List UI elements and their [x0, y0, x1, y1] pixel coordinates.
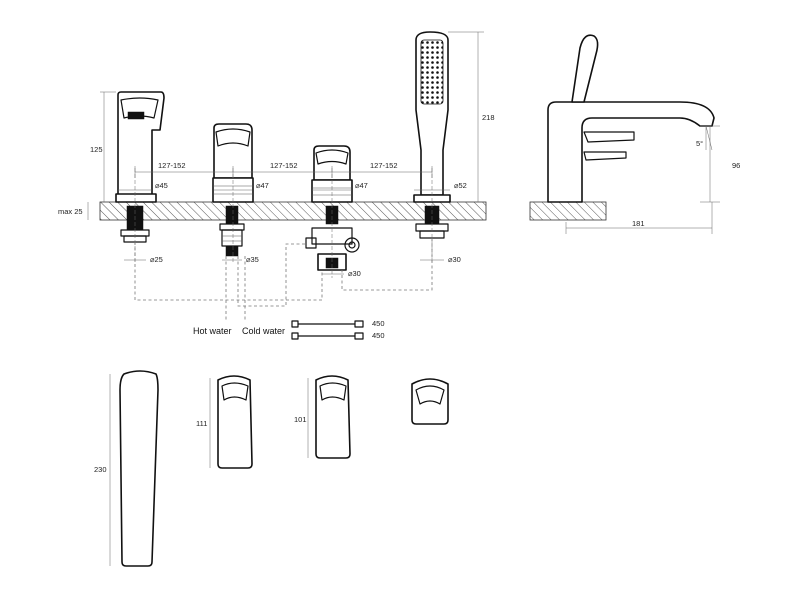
dim-side-angle: 5°	[696, 139, 703, 148]
dim-hot-bottom-dia: ⌀35	[246, 255, 259, 264]
hot-water-label: Hot water	[193, 326, 232, 336]
diverter-front-view	[411, 378, 449, 425]
dim-spacing-3: 127-152	[370, 161, 398, 170]
dim-shower-height: 218	[482, 113, 495, 122]
dim-cold-front-height: 101	[294, 415, 307, 424]
deck-section	[99, 201, 487, 221]
dim-spacing-1: 127-152	[158, 161, 186, 170]
spout-front-view	[109, 370, 159, 567]
dim-shower-top-dia: ⌀52	[454, 181, 467, 190]
hose-connections	[134, 238, 433, 320]
dim-hose-1: 450	[372, 319, 385, 328]
dim-max-deck: max 25	[58, 207, 83, 216]
dim-hot-front-height: 111	[196, 419, 207, 428]
hoses	[291, 320, 364, 340]
side-view	[529, 34, 720, 234]
water-labels: Hot water Cold water	[193, 326, 285, 336]
dim-spout-top-dia: ⌀45	[155, 181, 168, 190]
dim-cold-top-dia: ⌀47	[355, 181, 368, 190]
dim-side-reach: 181	[632, 219, 645, 228]
dimension-labels: 125 127-152 127-152 127-152 ⌀45 ⌀47 ⌀47 …	[58, 113, 740, 474]
dim-spout-front-height: 230	[94, 465, 107, 474]
dim-shower-bottom-dia: ⌀30	[448, 255, 461, 264]
dim-spout-height: 125	[90, 145, 103, 154]
dim-spout-bottom-dia: ⌀25	[150, 255, 163, 264]
dim-diverter-bottom-dia: ⌀30	[348, 269, 361, 278]
dim-hose-2: 450	[372, 331, 385, 340]
dim-hot-top-dia: ⌀47	[256, 181, 269, 190]
dim-spacing-2: 127-152	[270, 161, 298, 170]
cold-water-label: Cold water	[242, 326, 285, 336]
dim-side-height: 96	[732, 161, 740, 170]
cold-handle-front-view	[307, 375, 351, 459]
hot-handle-front-view	[209, 375, 253, 469]
